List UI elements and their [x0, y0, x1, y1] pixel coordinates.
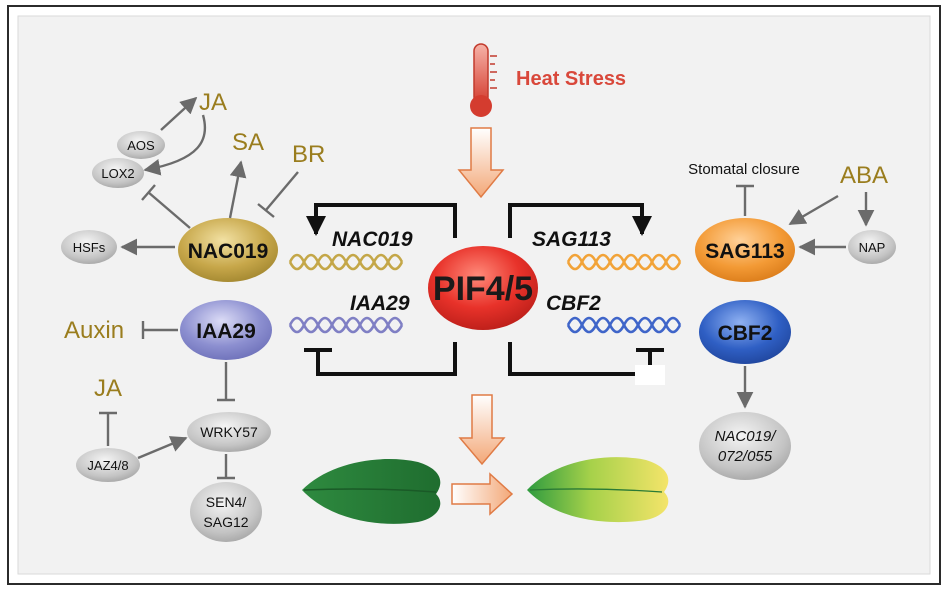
activation-bracket-sag113	[508, 203, 652, 238]
wrky57-node	[187, 412, 271, 452]
nap-label: NAP	[859, 240, 886, 255]
sen4-sag12-node	[190, 482, 262, 542]
nap-node	[848, 230, 896, 264]
hsfs-label: HSFs	[73, 240, 106, 255]
thermometer-icon	[470, 43, 497, 117]
edge-aos-ja	[160, 96, 198, 131]
activation-edges	[120, 96, 875, 460]
edge-sag113-stomatal	[736, 184, 754, 216]
sen4-label-line2: SAG12	[203, 514, 248, 530]
leaf-transition-arrow	[451, 472, 514, 516]
aos-label: AOS	[127, 138, 155, 153]
activation-bracket-nac019	[306, 203, 457, 238]
repression-bracket-iaa29	[304, 342, 457, 376]
stomatal-closure-label: Stomatal closure	[688, 161, 800, 178]
hormone-auxin: Auxin	[64, 317, 124, 344]
nac-targets-node	[699, 412, 791, 480]
pif-to-senescence-arrow	[458, 394, 506, 466]
helix-iaa29	[288, 316, 404, 334]
gene-label-sag113: SAG113	[532, 228, 611, 251]
pif45-label: PIF4/5	[433, 270, 533, 308]
cbf2-node	[699, 300, 791, 364]
hormone-sa: SA	[232, 129, 264, 156]
gene-label-nac019: NAC019	[332, 228, 413, 251]
iaa29-node-label: IAA29	[196, 320, 256, 343]
repression-edges	[99, 171, 754, 480]
edge-jaz48-wrky57	[137, 436, 188, 460]
heat-to-pif-arrow	[457, 127, 505, 199]
iaa29-node	[180, 300, 272, 360]
helix-sag113	[566, 253, 682, 271]
cbf2-node-label: CBF2	[718, 322, 773, 345]
nac-targets-line1: NAC019/	[715, 428, 778, 445]
nac-targets-line2: 072/055	[718, 448, 773, 465]
lox2-label: LOX2	[101, 166, 134, 181]
sen4-label-line1: SEN4/	[206, 494, 247, 510]
edge-ja-lox2	[143, 114, 207, 176]
hormone-aba: ABA	[840, 162, 888, 189]
wrky57-label: WRKY57	[200, 424, 258, 440]
repression-bracket-cbf2	[508, 342, 664, 376]
sag113-node	[695, 218, 795, 282]
nac019-node	[178, 218, 278, 282]
gene-label-iaa29: IAA29	[350, 292, 410, 315]
helix-cbf2	[566, 316, 682, 334]
edge-jaz48-ja	[99, 411, 117, 446]
aos-node	[117, 131, 165, 159]
jaz48-label: JAZ4/8	[87, 458, 128, 473]
edge-aba-sag113	[788, 194, 839, 226]
senescent-leaf-icon	[527, 457, 669, 523]
lox2-node	[92, 158, 144, 188]
edge-iaa29-wrky57	[217, 362, 235, 402]
blank-patch	[635, 365, 665, 385]
nac019-node-label: NAC019	[188, 240, 269, 263]
pif45-node	[428, 246, 538, 330]
hormone-ja-top: JA	[199, 89, 227, 116]
heat-stress-label: Heat Stress	[516, 68, 626, 90]
hormone-br: BR	[292, 141, 325, 168]
gene-label-cbf2: CBF2	[546, 292, 601, 315]
edge-iaa29-auxin	[141, 321, 178, 339]
hsfs-node	[61, 230, 117, 264]
edge-nac019-sa	[228, 160, 247, 219]
edge-wrky57-sen4	[217, 454, 235, 480]
sag113-node-label: SAG113	[705, 240, 784, 263]
jaz48-node	[76, 448, 140, 482]
hormone-ja-bottom: JA	[94, 375, 122, 402]
helix-nac019	[288, 253, 404, 271]
green-leaf-icon	[302, 459, 441, 524]
edge-br-nac019	[257, 171, 299, 218]
edge-nac019-lox2	[141, 184, 191, 229]
